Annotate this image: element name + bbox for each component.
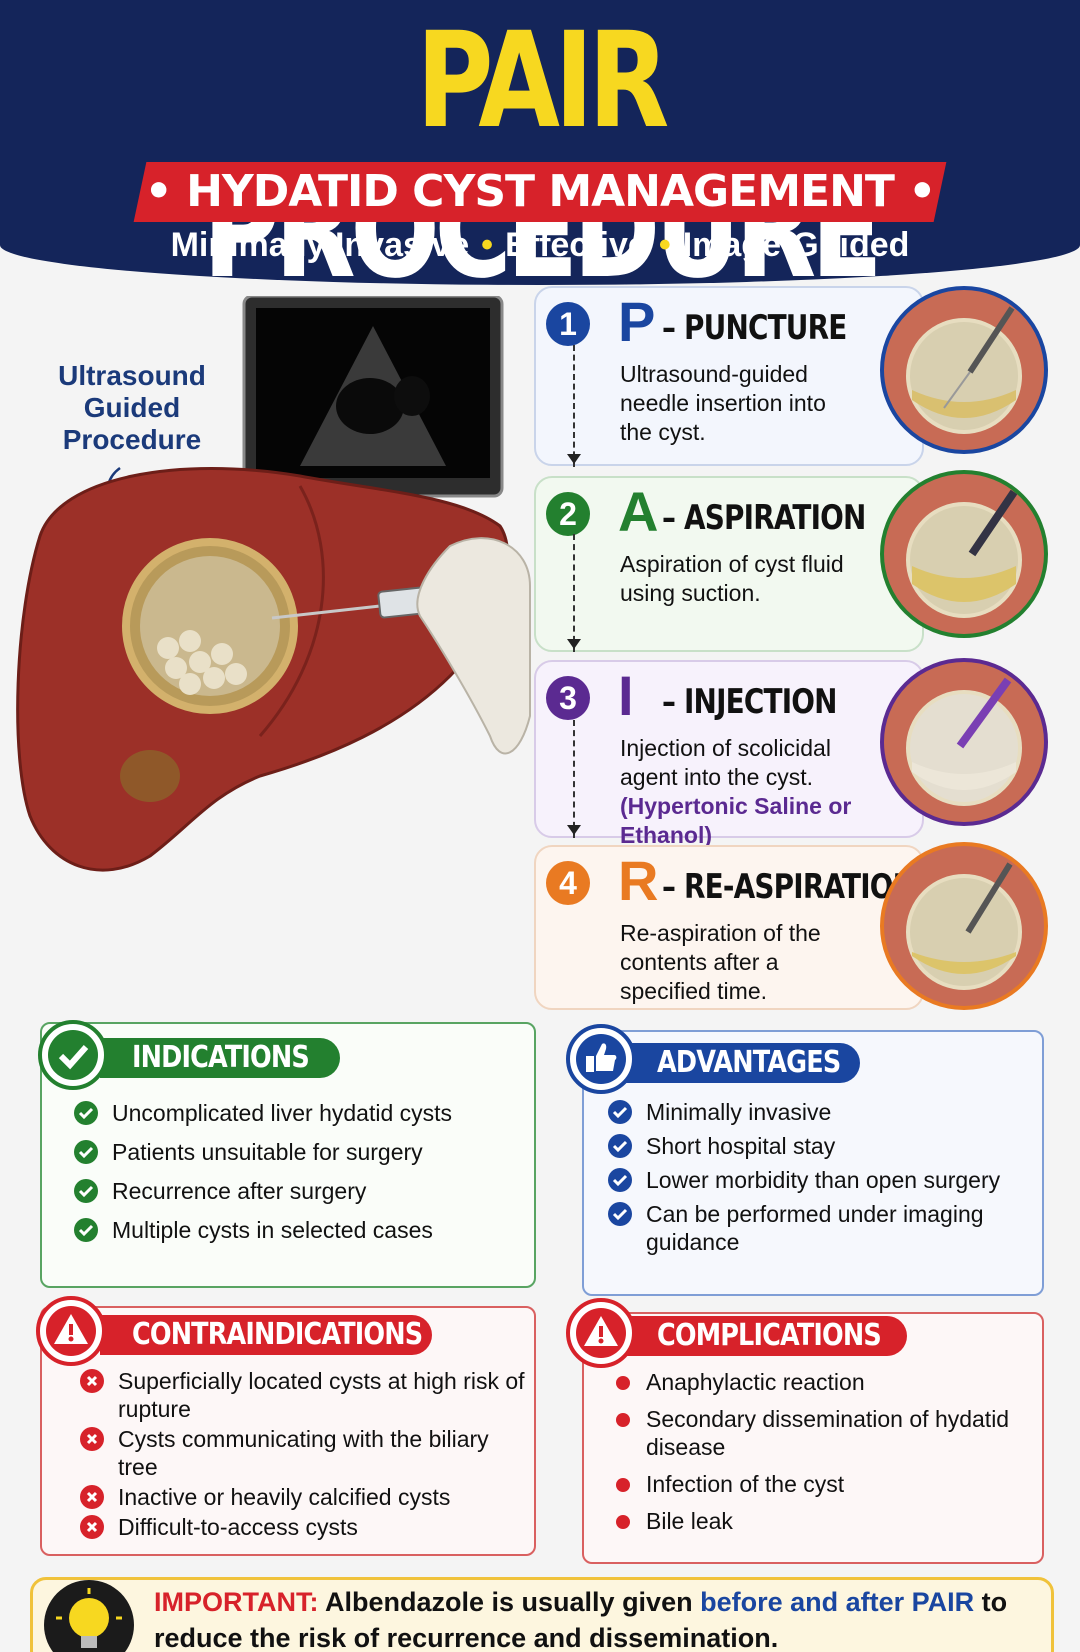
- flow-arrow-icon: [567, 534, 581, 652]
- check-circle-icon: [38, 1020, 108, 1090]
- bullet-dot-icon: [616, 1413, 630, 1427]
- important-note-box: [30, 1577, 1054, 1652]
- reaspiration-closeup-image: [880, 842, 1048, 1010]
- warning-triangle-icon: [566, 1298, 636, 1368]
- check-icon: [608, 1168, 632, 1192]
- check-icon: [608, 1202, 632, 1226]
- subtitle: • HYDATID CYST MANAGEMENT •: [144, 166, 937, 217]
- complications-list: Anaphylactic reaction Secondary dissemin…: [612, 1368, 1032, 1544]
- step-letter: I: [618, 664, 634, 727]
- x-circle-icon: [80, 1427, 104, 1451]
- list-item: Multiple cysts in selected cases: [74, 1216, 524, 1244]
- tag-item: Image-Guided: [682, 226, 910, 264]
- hydatid-cyst: [122, 538, 298, 714]
- header-banner: PAIR PROCEDURE • HYDATID CYST MANAGEMENT…: [0, 0, 1080, 306]
- contraindications-list: Superficially located cysts at high risk…: [80, 1367, 530, 1543]
- tagline: Minimally Invasive•Effective•Image-Guide…: [170, 226, 910, 264]
- check-icon: [74, 1218, 98, 1242]
- ultrasound-monitor: [242, 296, 504, 498]
- advantages-list: Minimally invasive Short hospital stay L…: [608, 1098, 1028, 1262]
- step-description: Injection of scolicidal agent into the c…: [620, 735, 852, 848]
- flow-arrow-icon: [567, 720, 581, 838]
- step-description: Ultrasound-guided needle insertion into …: [620, 361, 826, 445]
- step-letter: P: [618, 290, 656, 353]
- check-icon: [608, 1134, 632, 1158]
- bullet-dot-icon: [616, 1376, 630, 1390]
- flow-arrow-icon: [567, 345, 581, 467]
- important-note: IMPORTANT: Albendazole is usually given …: [154, 1587, 1008, 1652]
- list-item: Minimally invasive: [608, 1098, 1028, 1126]
- step-description: Re-aspiration of the contents after a sp…: [620, 920, 821, 1004]
- injection-closeup-image: [880, 658, 1048, 826]
- thumbs-up-icon: [566, 1024, 636, 1094]
- list-item: Uncomplicated liver hydatid cysts: [74, 1099, 524, 1127]
- step-number-badge: 2: [546, 492, 590, 536]
- step-description: Aspiration of cyst fluid using suction.: [620, 551, 844, 606]
- indications-list: Uncomplicated liver hydatid cysts Patien…: [74, 1099, 524, 1255]
- bullet-dot-icon: [616, 1515, 630, 1529]
- x-circle-icon: [80, 1369, 104, 1393]
- lightbulb-icon: [44, 1580, 134, 1652]
- ultrasound-guided-label: Ultrasound Guided Procedure: [58, 360, 206, 455]
- check-icon: [74, 1101, 98, 1125]
- list-item: Bile leak: [612, 1507, 1032, 1535]
- puncture-closeup-image: [880, 286, 1048, 454]
- tag-item: Minimally Invasive: [170, 226, 470, 264]
- indications-heading: INDICATIONS: [100, 1038, 340, 1078]
- warning-triangle-icon: [36, 1296, 106, 1366]
- step-card-reaspiration: 4 R – RE-ASPIRATION Re-aspiration of the…: [534, 845, 924, 1010]
- contraindications-heading: CONTRAINDICATIONS: [100, 1315, 432, 1355]
- step-letter: R: [618, 849, 659, 912]
- check-icon: [74, 1140, 98, 1164]
- step-name: – PUNCTURE: [662, 308, 847, 348]
- step-number-badge: 4: [546, 861, 590, 905]
- bullet-dot-icon: [616, 1478, 630, 1492]
- list-item: Infection of the cyst: [612, 1470, 1032, 1498]
- step-number-badge: 3: [546, 676, 590, 720]
- check-icon: [608, 1100, 632, 1124]
- scolicidal-agents-note: (Hypertonic Saline or Ethanol): [620, 793, 852, 848]
- step-name: – ASPIRATION: [662, 498, 866, 538]
- liver-illustration: [16, 296, 531, 872]
- list-item: Short hospital stay: [608, 1132, 1028, 1160]
- step-name: – RE-ASPIRATION: [662, 867, 916, 907]
- x-circle-icon: [80, 1515, 104, 1539]
- list-item: Cysts communicating with the biliary tre…: [80, 1425, 530, 1481]
- x-circle-icon: [80, 1485, 104, 1509]
- list-item: Can be performed under imaging guidance: [608, 1200, 1028, 1256]
- complications-heading: COMPLICATIONS: [625, 1316, 907, 1356]
- step-name: – INJECTION: [662, 682, 837, 722]
- list-item: Superficially located cysts at high risk…: [80, 1367, 530, 1423]
- list-item: Difficult-to-access cysts: [80, 1513, 530, 1541]
- list-item: Anaphylactic reaction: [612, 1368, 1032, 1396]
- step-letter: A: [618, 480, 659, 543]
- step-card-puncture: 1 P – PUNCTURE Ultrasound-guided needle …: [534, 286, 924, 466]
- advantages-heading: ADVANTAGES: [625, 1043, 860, 1083]
- check-icon: [74, 1179, 98, 1203]
- step-card-aspiration: 2 A – ASPIRATION Aspiration of cyst flui…: [534, 476, 924, 652]
- tag-item: Effective: [505, 226, 647, 264]
- title-pair: PAIR: [416, 4, 669, 158]
- list-item: Recurrence after surgery: [74, 1177, 524, 1205]
- list-item: Secondary dissemination of hydatid disea…: [612, 1405, 1032, 1461]
- aspiration-closeup-image: [880, 470, 1048, 638]
- list-item: Patients unsuitable for surgery: [74, 1138, 524, 1166]
- step-number-badge: 1: [546, 302, 590, 346]
- gloved-hand: [416, 537, 531, 755]
- list-item: Inactive or heavily calcified cysts: [80, 1483, 530, 1511]
- list-item: Lower morbidity than open surgery: [608, 1166, 1028, 1194]
- step-card-injection: 3 I – INJECTION Injection of scolicidal …: [534, 660, 924, 848]
